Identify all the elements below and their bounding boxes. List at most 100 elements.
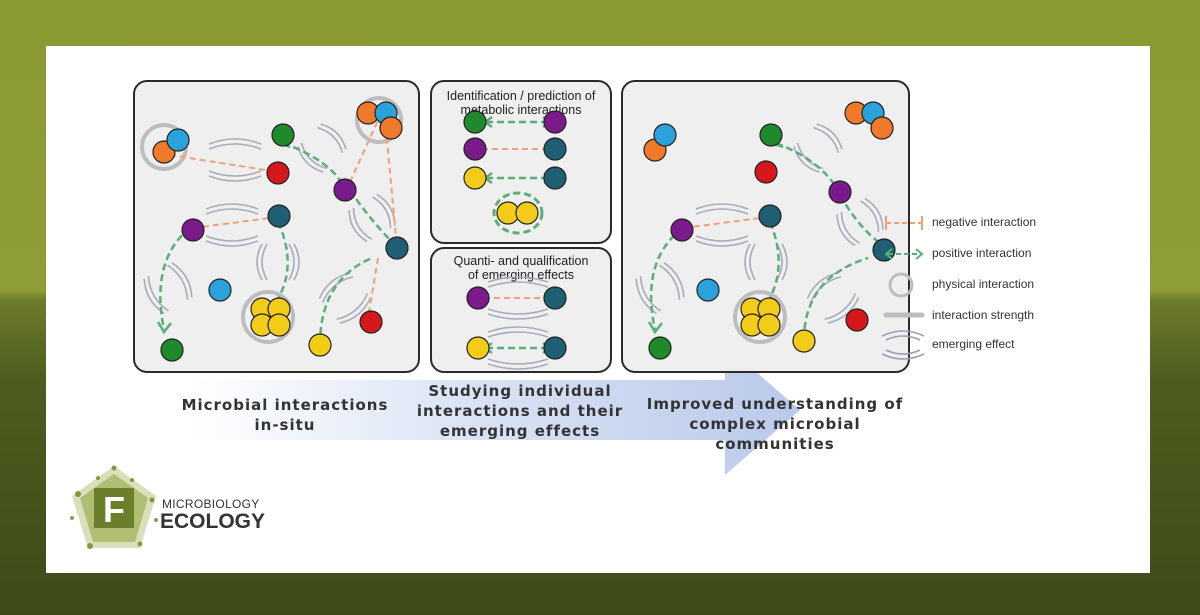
purple-cell [670, 218, 694, 242]
emerging-effect-arc [316, 126, 344, 154]
emerging-effect-arc [663, 262, 685, 298]
emerging-effect-arc [487, 358, 549, 365]
arrow-head-icon [647, 321, 663, 335]
emerging-effect-arc [864, 197, 884, 230]
negative-interaction-line [349, 115, 381, 183]
emerging-effect-arc [635, 278, 657, 314]
purple-cell [463, 137, 487, 161]
purple-cell [181, 218, 205, 242]
yellow-cell [463, 166, 487, 190]
emerging-effect-arc [376, 193, 396, 226]
negative-interaction-line [683, 217, 761, 229]
emerging-effect-arc [806, 272, 839, 299]
emerging-effect-arcs [695, 203, 749, 247]
emerging-effect-arc [695, 208, 749, 215]
emerging-effect-arc [812, 126, 840, 154]
emerging-effect-arc [487, 276, 549, 283]
emerging-effect-arc [256, 243, 263, 281]
emerging-effect-arcs [297, 123, 347, 173]
emerging-effect-arc [318, 272, 351, 299]
emerging-effect-arc [695, 240, 749, 247]
blue-cell [166, 128, 190, 152]
orange-cell [870, 116, 894, 140]
caption-line: emerging effects [439, 422, 601, 440]
caption-line: Improved understanding of [646, 395, 904, 413]
emerging-effect-arcs [256, 243, 300, 281]
positive-interaction-line [802, 256, 869, 341]
emerging-effect-arc [205, 240, 259, 247]
physical-interaction-ring [355, 96, 403, 144]
purple-cell [333, 178, 357, 202]
red-cell [754, 160, 778, 184]
emerging-effect-arc [167, 264, 189, 300]
teal-cell [543, 137, 567, 161]
emerging-effect-arc [749, 243, 756, 281]
caption-line: in-situ [254, 416, 316, 434]
teal-cell [758, 204, 782, 228]
caption-improved: Improved understanding of complex microb… [630, 394, 920, 454]
orange-cell [379, 116, 403, 140]
emerging-effect-arc [321, 275, 354, 303]
emerging-effect-arc [695, 203, 749, 210]
emerging-effect-arc [336, 293, 369, 321]
logo-letter: F [103, 489, 125, 530]
emerging-effect-arcs [635, 262, 685, 314]
negative-interaction-line [367, 257, 379, 319]
blue-cell [696, 278, 720, 302]
emerging-effect-arc [320, 123, 347, 150]
legend-label: negative interaction [932, 215, 1037, 229]
emerging-effect-arc [372, 196, 392, 229]
emerging-effect-arc [695, 235, 749, 242]
negative-interaction-line [192, 217, 271, 229]
teal-cell [267, 204, 291, 228]
caption-line: Studying individual [428, 382, 612, 400]
legend-label: interaction strength [932, 308, 1035, 322]
teal-cell [543, 166, 567, 190]
purple-cell [543, 110, 567, 134]
emerging-effect-arc [781, 243, 788, 281]
emerging-effect-arc [840, 211, 860, 244]
emerging-effect-arc [300, 142, 328, 170]
emerging-effect-arcs [205, 203, 259, 247]
emerging-effect-arcs [744, 243, 788, 281]
yellow-cell [466, 336, 490, 360]
emerging-effect-arc [860, 200, 880, 233]
emerging-effect-arc [208, 175, 262, 182]
emerging-effect-arc [352, 207, 372, 240]
panel-metabolic-interactions: Identification / prediction of metabolic… [430, 80, 612, 244]
negative-interaction-line [384, 117, 398, 249]
positive-interaction-line [838, 194, 885, 248]
green-cell [271, 123, 295, 147]
caption-line: interactions and their [416, 402, 624, 420]
negative-interaction-icon [885, 216, 923, 230]
emerging-effect-arc [816, 123, 843, 150]
panel-title-line1: Quanti- and qualification [453, 254, 589, 268]
panel-title-line1: Identification / prediction of [446, 89, 596, 103]
purple-cell [828, 180, 852, 204]
emerging-effect-arcs [143, 262, 193, 314]
emerging-effect-arc [824, 293, 857, 321]
emerging-effect-arc [639, 276, 661, 312]
yellow-cell [308, 333, 332, 357]
emerging-effect-arc [288, 243, 295, 281]
emerging-effect-arc [487, 281, 549, 288]
positive-interaction-icon [884, 248, 924, 260]
red-cell [359, 310, 383, 334]
logo-line2: ECOLOGY [160, 510, 266, 533]
positive-interaction-line [159, 227, 191, 331]
emerging-effect-arc [744, 243, 751, 281]
positive-interaction-line [318, 256, 373, 346]
emerging-effect-arc [205, 208, 259, 215]
emerging-effect-arcs [487, 276, 549, 320]
emerging-effect-arc [348, 210, 368, 243]
yellow-cell [267, 313, 291, 337]
emerging-effect-arc [147, 276, 169, 312]
legend-negative: negative interaction [876, 212, 1096, 234]
negative-interaction-line [169, 154, 279, 173]
teal-cell [385, 236, 409, 260]
teal-cell [543, 336, 567, 360]
emerging-effect-icon [881, 330, 925, 360]
emerging-effect-arc [297, 146, 324, 173]
emerging-effect-arc [205, 235, 259, 242]
